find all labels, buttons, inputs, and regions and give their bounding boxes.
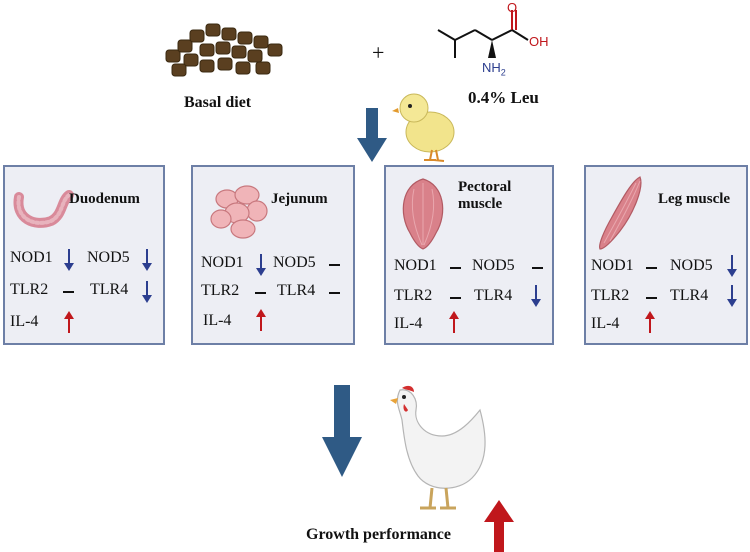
panel-title: Jejunum [271,191,328,207]
up-arrow-icon [256,309,266,331]
gene-label: NOD1 [10,249,53,266]
up-arrow-icon [645,311,655,333]
gene-label: TLR4 [670,287,709,304]
gene-label: IL-4 [203,312,232,329]
panel-leg-muscle: Leg muscle NOD1 NOD5 TLR2 TLR4 IL-4 [584,165,748,345]
no-change-dash [646,267,657,269]
chick-icon [392,93,455,162]
growth-performance-label: Growth performance [306,526,451,543]
gene-label: NOD1 [394,257,437,274]
gene-label: NOD5 [670,257,713,274]
hen-icon [390,385,486,510]
plus-sign: + [372,40,385,65]
gene-label: TLR2 [394,287,433,304]
gene-label: TLR4 [277,282,316,299]
leu-label: 0.4% Leu [468,88,539,107]
pectoral-muscle-icon [402,178,444,250]
gene-label: IL-4 [10,313,39,330]
flow-arrow-down-icon [357,108,387,162]
molecule-o-label: O [507,0,518,15]
molecule-oh-label: OH [529,34,549,49]
up-arrow-icon [484,500,514,552]
down-arrow-icon [531,285,541,307]
panel-duodenum: Duodenum NOD1 NOD5 TLR2 TLR4 IL-4 [3,165,165,345]
no-change-dash [329,292,340,294]
gene-label: TLR2 [201,282,240,299]
gene-label: IL-4 [591,315,620,332]
gene-label: NOD1 [201,254,244,271]
no-change-dash [255,292,266,294]
duodenum-icon [13,190,74,228]
down-arrow-icon [142,281,152,303]
gene-label: TLR4 [474,287,513,304]
no-change-dash [329,264,340,266]
gene-label: IL-4 [394,315,423,332]
leg-muscle-icon [599,176,642,250]
no-change-dash [646,297,657,299]
down-arrow-icon [727,285,737,307]
panel-title: Duodenum [69,191,140,207]
feed-pellets-icon [165,23,283,77]
no-change-dash [450,267,461,269]
down-arrow-icon [64,249,74,271]
basal-diet-label: Basal diet [184,94,252,111]
down-arrow-icon [727,255,737,277]
no-change-dash [63,291,74,293]
no-change-dash [532,267,543,269]
gene-label: NOD5 [87,249,130,266]
up-arrow-icon [64,311,74,333]
gene-label: NOD1 [591,257,634,274]
up-arrow-icon [449,311,459,333]
down-arrow-icon [142,249,152,271]
gene-label: TLR2 [591,287,630,304]
molecule-nh2-label: NH2 [482,60,506,78]
panel-title: Leg muscle [658,191,731,207]
panel-jejunum: Jejunum NOD1 NOD5 TLR2 TLR4 IL-4 [191,165,355,345]
no-change-dash [450,297,461,299]
gene-label: TLR2 [10,281,49,298]
leucine-molecule-icon [437,10,529,58]
down-arrow-icon [256,254,266,276]
gene-label: NOD5 [472,257,515,274]
gene-label: NOD5 [273,254,316,271]
gene-label: TLR4 [90,281,129,298]
flow-arrow-down-icon [322,385,362,477]
jejunum-icon [210,185,268,239]
